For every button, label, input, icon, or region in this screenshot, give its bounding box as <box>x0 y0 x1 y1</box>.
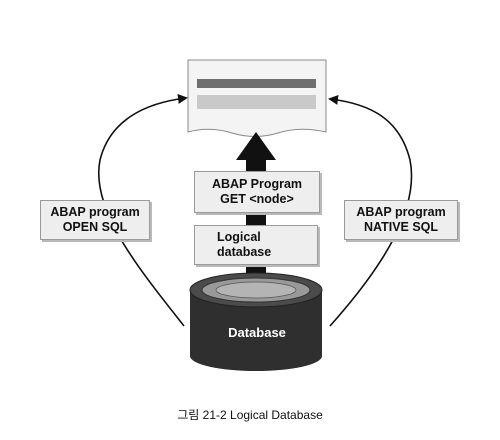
logical-db-line2: database <box>217 245 272 259</box>
native-sql-arrow <box>328 94 413 327</box>
get-node-line2: GET <node> <box>220 192 294 206</box>
native-sql-line2: NATIVE SQL <box>363 220 439 234</box>
abap-native-sql-box: ABAP program NATIVE SQL <box>344 200 458 240</box>
abap-get-node-box: ABAP Program GET <node> <box>194 171 320 213</box>
figure-caption: 그림 21-2 Logical Database <box>177 408 323 422</box>
open-sql-arrow <box>97 94 188 327</box>
screen-output-icon <box>187 59 327 137</box>
native-sql-line1: ABAP program <box>356 205 446 219</box>
open-sql-line2: OPEN SQL <box>62 220 128 234</box>
abap-open-sql-box: ABAP program OPEN SQL <box>40 200 150 240</box>
logical-database-box: Logical database <box>194 225 318 265</box>
database-cylinder <box>189 272 323 371</box>
open-sql-line1: ABAP program <box>50 205 140 219</box>
database-label: Database <box>228 325 286 340</box>
logical-db-line1: Logical <box>217 230 261 244</box>
get-node-line1: ABAP Program <box>211 177 303 191</box>
